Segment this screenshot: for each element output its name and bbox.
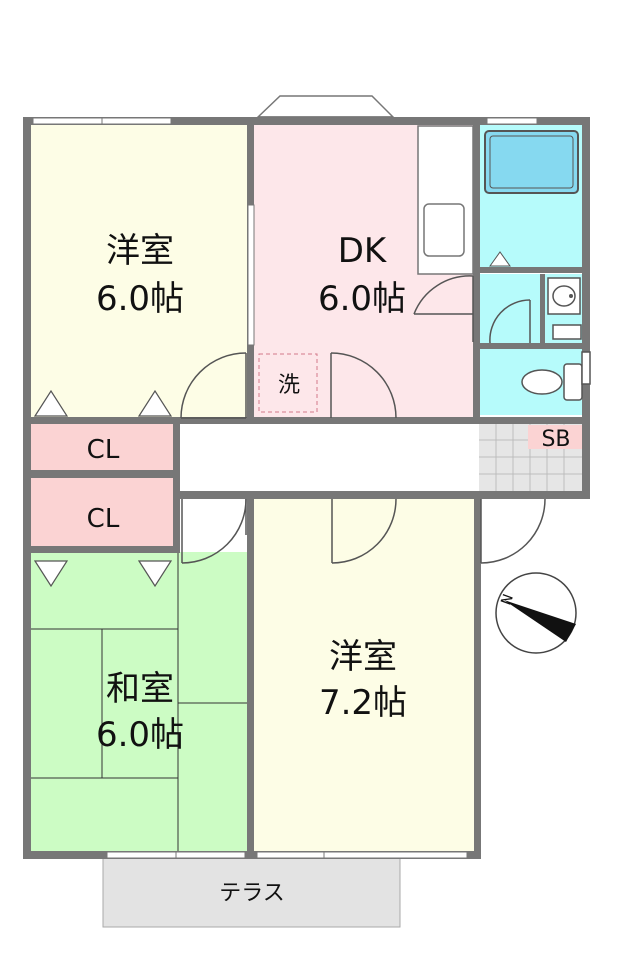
dk-size: 6.0帖 bbox=[318, 279, 406, 319]
hallway bbox=[178, 423, 474, 495]
terrace-label: テラス bbox=[219, 881, 285, 906]
tatami-lines bbox=[30, 552, 248, 852]
shoe-box bbox=[528, 425, 582, 449]
terrace bbox=[102, 854, 401, 928]
compass-north-icon: N bbox=[495, 572, 577, 654]
bay-window bbox=[256, 95, 395, 118]
shoe-box-label: SB bbox=[541, 427, 570, 452]
doors bbox=[180, 275, 546, 564]
japanese-room-size: 6.0帖 bbox=[96, 715, 184, 755]
closet-upper bbox=[30, 423, 174, 471]
western-room-1-size: 6.0帖 bbox=[96, 279, 184, 319]
closet-lower bbox=[30, 478, 174, 546]
western-room-1 bbox=[30, 125, 248, 418]
japanese-room-name: 和室 bbox=[106, 669, 174, 709]
washer-label: 洗 bbox=[278, 373, 300, 398]
kitchen-sink bbox=[423, 203, 465, 257]
western-room-1-name: 洋室 bbox=[106, 231, 174, 271]
closet-door-markers bbox=[33, 389, 173, 588]
closet-upper-label: CL bbox=[87, 435, 120, 465]
svg-text:N: N bbox=[498, 592, 517, 607]
western-room-2 bbox=[253, 499, 474, 852]
bathroom-step bbox=[489, 251, 511, 267]
windows bbox=[32, 117, 538, 859]
dk-name: DK bbox=[338, 231, 388, 271]
washer-space bbox=[258, 353, 318, 413]
closet-lower-label: CL bbox=[87, 504, 120, 534]
western-room-2-size: 7.2帖 bbox=[319, 683, 407, 723]
toilet-icon bbox=[521, 351, 591, 401]
western-room-2-name: 洋室 bbox=[329, 637, 397, 677]
japanese-room bbox=[30, 552, 248, 852]
